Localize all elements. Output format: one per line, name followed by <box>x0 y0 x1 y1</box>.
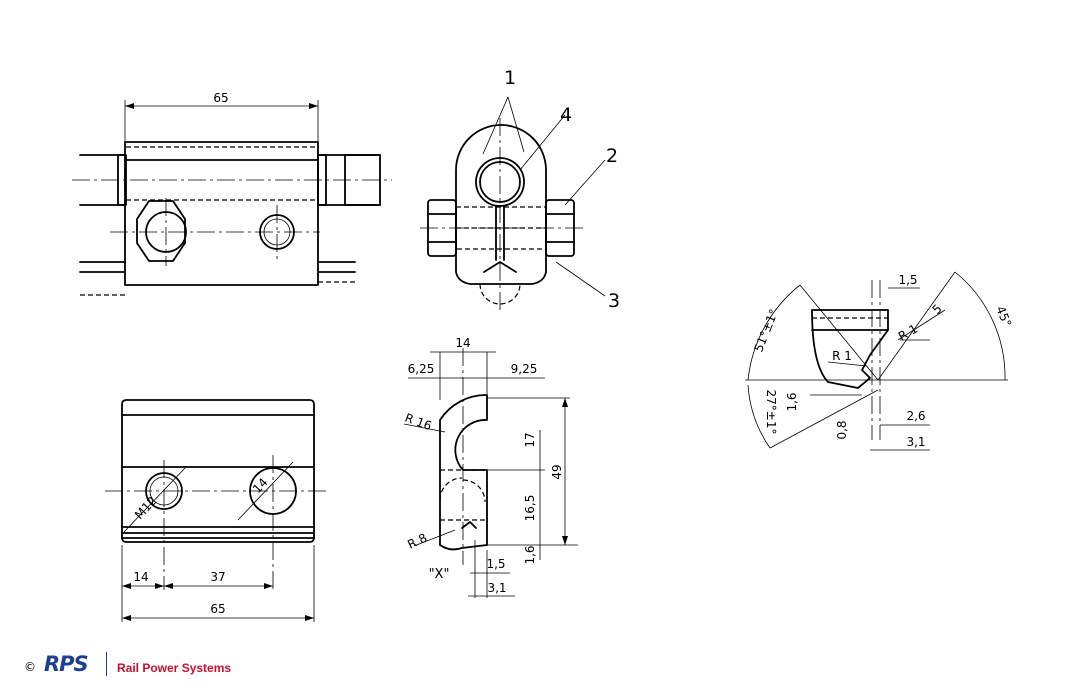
profile-radius-bottom: R 8 <box>405 531 429 552</box>
profile-dim-16-5: 16,5 <box>523 495 537 522</box>
front-dim-offset: 14 <box>133 570 148 584</box>
profile-radius-top: R 16 <box>403 411 434 434</box>
company-name: Rail Power Systems <box>117 661 232 675</box>
detail-dim-0-8: 0,8 <box>835 420 849 439</box>
profile-dim-49: 49 <box>550 464 564 479</box>
profile-dim-17: 17 <box>523 432 537 447</box>
profile-dim-9-25: 9,25 <box>511 362 538 376</box>
detail-view <box>745 271 1008 451</box>
top-dim-width: 65 <box>213 91 228 105</box>
callout-4: 4 <box>560 104 572 126</box>
copyright-symbol: © <box>24 660 36 674</box>
detail-angle-45: 45° <box>993 304 1014 329</box>
footer-divider <box>106 652 107 676</box>
detail-dim-1-5: 1,5 <box>898 273 917 287</box>
detail-radius-1b: R 1 <box>832 349 852 363</box>
front-dim-total: 65 <box>210 602 225 616</box>
top-view <box>72 100 392 296</box>
detail-angle-51: 51°±1° <box>751 307 781 354</box>
callout-2: 2 <box>606 145 618 167</box>
detail-dim-2-6: 2,6 <box>906 409 925 423</box>
detail-angle-27: 27°±1° <box>764 390 778 435</box>
rps-logo: RPS <box>44 652 89 676</box>
front-dim-spacing: 37 <box>210 570 225 584</box>
profile-dim-1-5: 1,5 <box>486 557 505 571</box>
profile-dim-6-25: 6,25 <box>408 362 435 376</box>
profile-view <box>403 348 578 598</box>
detail-dim-1-6: 1,6 <box>785 392 799 411</box>
front-thread-label: M12 <box>132 494 160 522</box>
profile-detail-label: "X" <box>429 567 450 582</box>
profile-dim-3-1: 3,1 <box>487 581 506 595</box>
front-view <box>105 399 330 622</box>
detail-dim-3-1: 3,1 <box>906 435 925 449</box>
section-view <box>420 96 606 310</box>
detail-dim-5: 5 <box>930 302 945 317</box>
callout-1: 1 <box>504 67 516 89</box>
profile-dim-14: 14 <box>455 336 470 350</box>
profile-dim-1-6: 1,6 <box>523 545 537 564</box>
callout-3: 3 <box>608 290 620 312</box>
